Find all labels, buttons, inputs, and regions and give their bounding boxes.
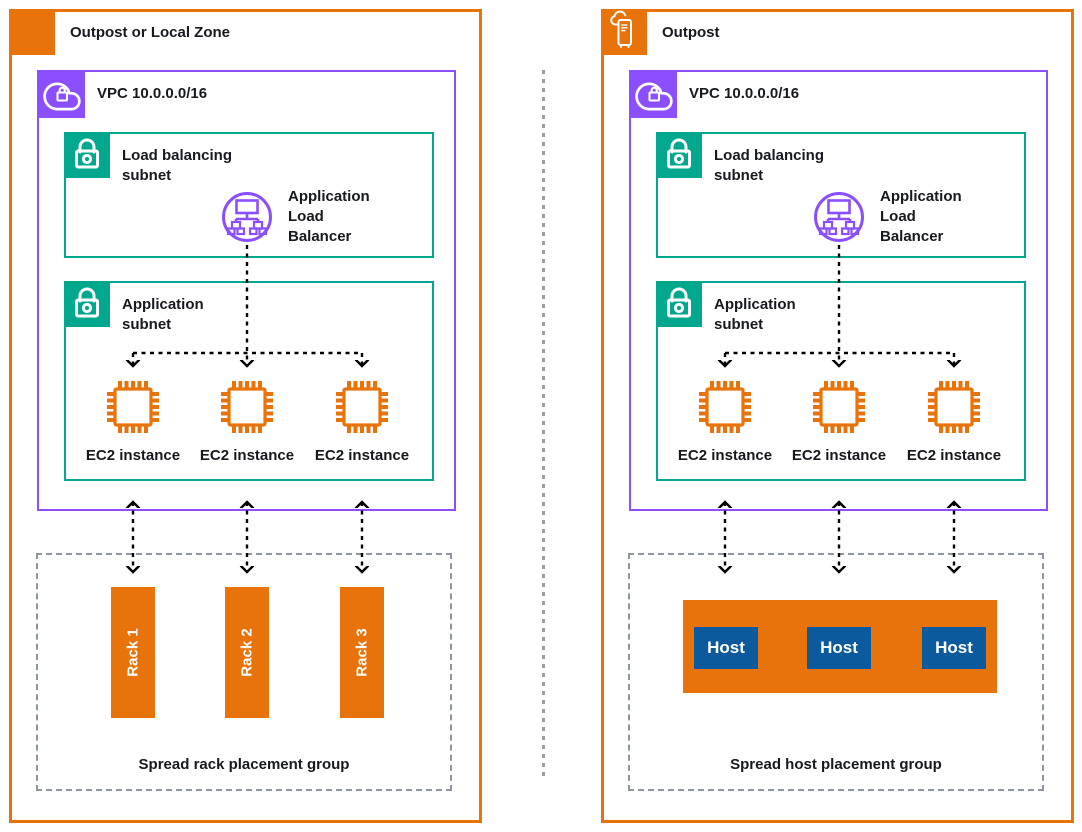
rack-label: Rack 3	[353, 628, 371, 677]
ec2-instance-icon	[925, 378, 983, 436]
ec2-instance-icon	[104, 378, 162, 436]
ec2-instance-icon	[696, 378, 754, 436]
subnet-lock-icon	[64, 281, 110, 327]
host-chip: Host	[694, 627, 758, 669]
load-balancing-subnet-box: Load balancing subnet Application Load B…	[656, 132, 1026, 258]
application-load-balancer-label: Application Load Balancer	[288, 188, 370, 245]
divider-dotted-line	[542, 70, 545, 778]
ec2-instance-icon	[333, 378, 391, 436]
host-chip: Host	[807, 627, 871, 669]
rack-bar: Rack 3	[340, 587, 384, 718]
spread-rack-placement-group-box: Rack 1 Rack 2 Rack 3 Spread rack placeme…	[36, 553, 452, 791]
ec2-instance-label: EC2 instance	[677, 447, 773, 464]
ec2-instance-label: EC2 instance	[85, 447, 181, 464]
ec2-instance-icon	[810, 378, 868, 436]
ec2-instance-label: EC2 instance	[791, 447, 887, 464]
vpc-box: VPC 10.0.0.0/16 Load balancing subnet Ap…	[37, 70, 456, 511]
application-load-balancer-label: Application Load Balancer	[880, 188, 962, 245]
application-subnet-box: Application subnet EC2 instance EC2 inst…	[656, 281, 1026, 481]
vpc-icon	[629, 70, 677, 118]
load-balancing-subnet-label: Load balancing subnet	[714, 147, 825, 185]
host-chip: Host	[922, 627, 986, 669]
application-subnet-box: Application subnet EC2 instance EC2 inst…	[64, 281, 434, 481]
subnet-lock-icon	[656, 281, 702, 327]
panel-title: Outpost	[662, 24, 720, 41]
rack-label: Rack 2	[238, 628, 256, 677]
panel-title: Outpost or Local Zone	[70, 24, 230, 41]
application-load-balancer-icon	[221, 191, 273, 243]
spread-host-placement-group-label: Spread host placement group	[730, 756, 942, 773]
ec2-instance-icon	[218, 378, 276, 436]
ec2-instance-label: EC2 instance	[906, 447, 1002, 464]
outpost-icon	[601, 9, 647, 55]
subnet-lock-icon	[64, 132, 110, 178]
outpost-or-local-zone-panel: Outpost or Local Zone VPC 10.0.0.0/16 Lo…	[9, 9, 482, 823]
ec2-instance-label: EC2 instance	[199, 447, 295, 464]
rack-bar: Rack 2	[225, 587, 269, 718]
outpost-or-local-zone-icon	[9, 9, 55, 55]
vpc-label: VPC 10.0.0.0/16	[97, 85, 208, 102]
spread-rack-placement-group-label: Spread rack placement group	[138, 756, 350, 773]
rack-label: Rack 1	[124, 628, 142, 677]
application-load-balancer-icon	[813, 191, 865, 243]
subnet-lock-icon	[656, 132, 702, 178]
vpc-label: VPC 10.0.0.0/16	[689, 85, 800, 102]
vpc-box: VPC 10.0.0.0/16 Load balancing subnet Ap…	[629, 70, 1048, 511]
application-subnet-label: Application subnet	[714, 296, 796, 334]
application-subnet-label: Application subnet	[122, 296, 204, 334]
ec2-instance-label: EC2 instance	[314, 447, 410, 464]
rack-bar: Rack 1	[111, 587, 155, 718]
host-rack-bar: Host Host Host	[683, 600, 997, 693]
spread-host-placement-group-box: Host Host Host Spread host placement gro…	[628, 553, 1044, 791]
load-balancing-subnet-label: Load balancing subnet	[122, 147, 233, 185]
vpc-icon	[37, 70, 85, 118]
load-balancing-subnet-box: Load balancing subnet Application Load B…	[64, 132, 434, 258]
outpost-panel: Outpost VPC 10.0.0.0/16 Load balancing s…	[601, 9, 1074, 823]
